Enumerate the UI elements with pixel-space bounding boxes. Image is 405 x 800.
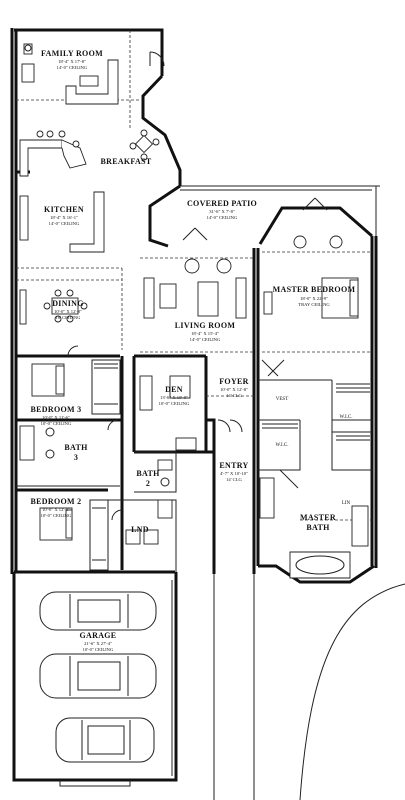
exterior-walls bbox=[10, 28, 380, 787]
living-room-ceiling: 14'-0" CEILING bbox=[190, 337, 221, 342]
entry-dims: 4'-7" X 10'-10" bbox=[220, 471, 248, 476]
garage-cars bbox=[39, 591, 157, 763]
bedroom3-ceiling: 10'-0" CEILING bbox=[41, 421, 72, 426]
car-1 bbox=[39, 591, 157, 631]
kitchen-name: KITCHEN bbox=[44, 205, 84, 214]
bedroom2-ceiling: 10'-0" CEILING bbox=[41, 513, 72, 518]
den-dims: 13'-6" X 10'-0" bbox=[160, 395, 188, 400]
wic-left-label: W.I.C. bbox=[275, 443, 288, 448]
car-3 bbox=[55, 717, 155, 763]
doors bbox=[67, 51, 328, 521]
bath3-label: BATH 3 bbox=[64, 443, 88, 462]
master-bedroom-name: MASTER BEDROOM bbox=[273, 285, 356, 294]
driveway bbox=[213, 574, 405, 800]
family-room-dims: 18'-4" X 17'-8" bbox=[58, 59, 86, 64]
bedroom2-label: BEDROOM 2 10'-0" X 12'-0" 10'-0" CEILING bbox=[31, 497, 82, 518]
entry-ceiling: 14' CLG bbox=[226, 477, 242, 482]
master-bath-label: MASTER BATH bbox=[300, 513, 336, 532]
lin-label: LIN bbox=[342, 501, 351, 506]
bath2-label: BATH 2 bbox=[136, 469, 160, 488]
room-labels: FAMILY ROOM 18'-4" X 17'-8" 14'-0" CEILI… bbox=[31, 49, 356, 652]
lnd-name: LND bbox=[131, 525, 149, 534]
kitchen-dims: 18'-4" X 16'-1" bbox=[50, 215, 78, 220]
bedroom3-dims: 10'-0" X 11'-6" bbox=[42, 415, 70, 420]
family-room-label: FAMILY ROOM 18'-4" X 17'-8" 14'-0" CEILI… bbox=[41, 49, 103, 70]
covered-patio-dims: 31'-6" X 7'-8" bbox=[209, 209, 235, 214]
dining-label: DINING 10'-0" X 12'-8" 10' CEILING bbox=[52, 299, 84, 320]
dining-dims: 10'-0" X 12'-8" bbox=[54, 309, 82, 314]
master-bath-name-2: BATH bbox=[306, 523, 330, 532]
family-room-ceiling: 14'-0" CEILING bbox=[57, 65, 88, 70]
bedroom3-name: BEDROOM 3 bbox=[31, 405, 82, 414]
master-bath-name-1: MASTER bbox=[300, 513, 336, 522]
garage-dims: 21'-6" X 27'-4" bbox=[84, 641, 112, 646]
den-name: DEN bbox=[165, 385, 183, 394]
bath3-name: BATH bbox=[64, 443, 88, 452]
family-room-name: FAMILY ROOM bbox=[41, 49, 103, 58]
foyer-ceiling: 14' CLG bbox=[226, 393, 242, 398]
bedroom2-name: BEDROOM 2 bbox=[31, 497, 82, 506]
vest-label: VEST bbox=[276, 397, 289, 402]
dining-name: DINING bbox=[52, 299, 84, 308]
garage-label: GARAGE 21'-6" X 27'-4" 10'-0" CEILING bbox=[80, 631, 117, 652]
den-label: DEN 13'-6" X 10'-0" 10'-0" CEILING bbox=[159, 385, 190, 406]
living-room-dims: 18'-4" X 15'-4" bbox=[191, 331, 219, 336]
living-room-name: LIVING ROOM bbox=[175, 321, 236, 330]
den-ceiling: 10'-0" CEILING bbox=[159, 401, 190, 406]
bedroom2-dims: 10'-0" X 12'-0" bbox=[42, 507, 70, 512]
furniture bbox=[19, 43, 370, 579]
bath2-number: 2 bbox=[146, 479, 150, 488]
garage-name: GARAGE bbox=[80, 631, 117, 640]
breakfast-name: BREAKFAST bbox=[100, 157, 151, 166]
living-room-label: LIVING ROOM 18'-4" X 15'-4" 14'-0" CEILI… bbox=[175, 321, 236, 342]
kitchen-ceiling: 14'-0" CEILING bbox=[49, 221, 80, 226]
covered-patio-ceiling: 14'-0" CEILING bbox=[207, 215, 238, 220]
covered-patio-name: COVERED PATIO bbox=[187, 199, 257, 208]
garage-ceiling: 10'-0" CEILING bbox=[83, 647, 114, 652]
car-2 bbox=[39, 653, 157, 699]
foyer-name: FOYER bbox=[219, 377, 249, 386]
foyer-label: FOYER 10'-0" X 12'-8" 14' CLG bbox=[219, 377, 249, 398]
master-bedroom-dims: 18'-0" X 22'-9" bbox=[300, 296, 328, 301]
wic-right-label: W.I.C. bbox=[339, 415, 352, 420]
master-bedroom-label: MASTER BEDROOM 18'-0" X 22'-9" TRAY CEIL… bbox=[273, 285, 356, 307]
bedroom3-label: BEDROOM 3 10'-0" X 11'-6" 10'-0" CEILING bbox=[31, 405, 82, 426]
covered-patio-label: COVERED PATIO 31'-6" X 7'-8" 14'-0" CEIL… bbox=[187, 199, 257, 220]
bath2-name: BATH bbox=[136, 469, 160, 478]
foyer-dims: 10'-0" X 12'-8" bbox=[220, 387, 248, 392]
master-bedroom-ceiling: TRAY CEILING bbox=[298, 302, 330, 307]
entry-name: ENTRY bbox=[219, 461, 248, 470]
entry-label: ENTRY 4'-7" X 10'-10" 14' CLG bbox=[219, 461, 248, 482]
kitchen-label: KITCHEN 18'-4" X 16'-1" 14'-0" CEILING bbox=[44, 205, 84, 226]
dining-ceiling: 10' CEILING bbox=[56, 315, 82, 320]
bath3-number: 3 bbox=[74, 453, 78, 462]
